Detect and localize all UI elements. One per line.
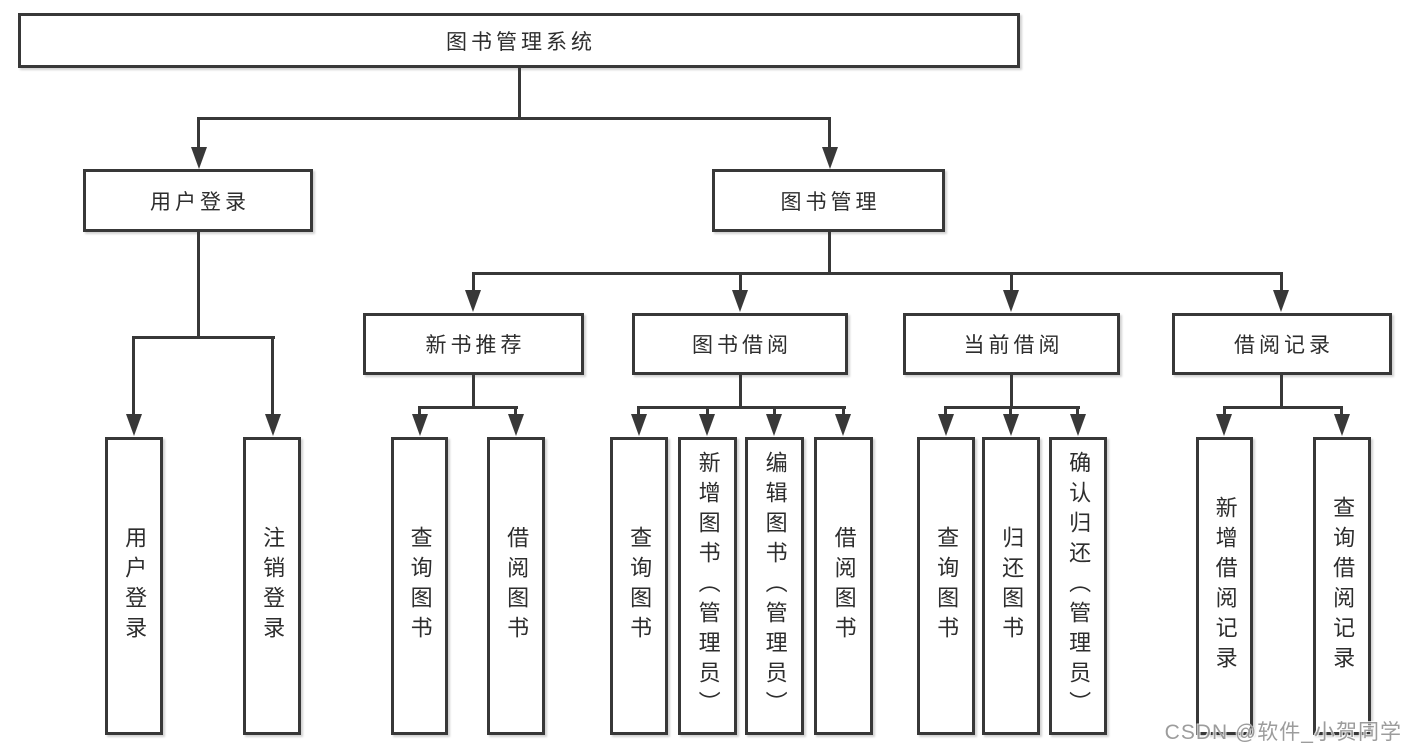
- connector-line: [132, 336, 135, 416]
- leaf-query-borrow-record: 查询借阅记录: [1313, 437, 1371, 735]
- connector-line: [472, 272, 475, 292]
- connector-line: [828, 232, 831, 274]
- node-book-management: 图书管理: [712, 169, 945, 232]
- arrowhead-down-icon: [508, 414, 524, 436]
- node-user-login-label: 用户登录: [150, 190, 250, 214]
- leaf-query-books-recommend: 查询图书: [391, 437, 448, 735]
- leaf-add-borrow-record: 新增借阅记录: [1196, 437, 1253, 735]
- node-book-management-label: 图书管理: [780, 190, 881, 214]
- arrowhead-down-icon: [766, 414, 782, 436]
- arrowhead-down-icon: [699, 414, 715, 436]
- leaf-confirm-return-admin: 确认归还（管理员）: [1049, 437, 1107, 735]
- connector-line: [828, 117, 831, 151]
- arrowhead-down-icon: [126, 414, 142, 436]
- leaf-query-books-current: 查询图书: [917, 437, 975, 735]
- leaf-query-borrow-record-label: 查询借阅记录: [1330, 496, 1356, 676]
- connector-line: [132, 336, 275, 339]
- connector-line: [419, 406, 518, 409]
- connector-line: [197, 117, 200, 151]
- arrowhead-down-icon: [1070, 414, 1086, 436]
- connector-line: [944, 406, 947, 416]
- arrowhead-down-icon: [1334, 414, 1350, 436]
- leaf-borrow-books-recommend: 借阅图书: [487, 437, 545, 735]
- leaf-add-borrow-record-label: 新增借阅记录: [1212, 496, 1238, 676]
- arrowhead-down-icon: [835, 414, 851, 436]
- connector-line: [1280, 374, 1283, 407]
- leaf-add-books-admin: 新增图书（管理员）: [678, 437, 737, 735]
- arrowhead-down-icon: [1003, 290, 1019, 312]
- leaf-return-books: 归还图书: [982, 437, 1040, 735]
- node-current-borrow-label: 当前借阅: [963, 334, 1064, 357]
- arrowhead-down-icon: [732, 290, 748, 312]
- leaf-query-books-borrow: 查询图书: [610, 437, 668, 735]
- node-borrow-records: 借阅记录: [1172, 313, 1392, 375]
- connector-line: [739, 374, 742, 407]
- arrowhead-down-icon: [465, 290, 481, 312]
- leaf-edit-books-admin: 编辑图书（管理员）: [745, 437, 804, 735]
- arrowhead-down-icon: [1003, 414, 1019, 436]
- leaf-user-login: 用户登录: [105, 437, 163, 735]
- connector-line: [1280, 272, 1283, 292]
- arrowhead-down-icon: [822, 147, 838, 169]
- connector-line: [945, 406, 1080, 409]
- node-new-book-recommend: 新书推荐: [363, 313, 584, 375]
- arrowhead-down-icon: [191, 147, 207, 169]
- leaf-user-login-label: 用户登录: [122, 526, 148, 646]
- connector-line: [197, 232, 200, 336]
- connector-line: [739, 272, 742, 292]
- connector-line: [1009, 406, 1012, 416]
- node-book-borrow: 图书借阅: [632, 313, 848, 375]
- connector-line: [637, 406, 640, 416]
- connector-line: [518, 68, 521, 117]
- connector-line: [1010, 374, 1013, 407]
- connector-line: [472, 272, 1282, 275]
- leaf-query-books-borrow-label: 查询图书: [627, 526, 653, 646]
- connector-line: [842, 406, 845, 416]
- leaf-borrow-books: 借阅图书: [814, 437, 873, 735]
- leaf-confirm-return-admin-label: 确认归还（管理员）: [1066, 451, 1092, 721]
- connector-line: [638, 406, 846, 409]
- connector-line: [1340, 406, 1343, 416]
- arrowhead-down-icon: [1216, 414, 1232, 436]
- arrowhead-down-icon: [1273, 290, 1289, 312]
- connector-line: [773, 406, 776, 416]
- connector-line: [1224, 406, 1343, 409]
- connector-line: [1076, 406, 1079, 416]
- connector-line: [1223, 406, 1226, 416]
- connector-line: [1010, 272, 1013, 292]
- leaf-query-books-current-label: 查询图书: [934, 526, 960, 646]
- node-user-login: 用户登录: [83, 169, 313, 232]
- leaf-borrow-books-recommend-label: 借阅图书: [504, 526, 530, 646]
- node-root: 图书管理系统: [18, 13, 1020, 68]
- leaf-logout: 注销登录: [243, 437, 301, 735]
- node-borrow-records-label: 借阅记录: [1234, 334, 1334, 357]
- connector-line: [514, 406, 517, 416]
- leaf-query-books-recommend-label: 查询图书: [407, 526, 433, 646]
- arrowhead-down-icon: [265, 414, 281, 436]
- connector-line: [197, 117, 831, 120]
- arrowhead-down-icon: [938, 414, 954, 436]
- node-new-book-recommend-label: 新书推荐: [425, 334, 526, 357]
- arrowhead-down-icon: [412, 414, 428, 436]
- connector-line: [271, 336, 274, 416]
- leaf-return-books-label: 归还图书: [999, 526, 1025, 646]
- node-current-borrow: 当前借阅: [903, 313, 1120, 375]
- leaf-borrow-books-label: 借阅图书: [831, 526, 857, 646]
- arrowhead-down-icon: [631, 414, 647, 436]
- csdn-watermark: CSDN @软件_小贺同学: [1164, 721, 1402, 744]
- node-book-borrow-label: 图书借阅: [692, 334, 792, 357]
- leaf-edit-books-admin-label: 编辑图书（管理员）: [762, 451, 788, 721]
- connector-line: [418, 406, 421, 416]
- connector-line: [472, 374, 475, 407]
- leaf-add-books-admin-label: 新增图书（管理员）: [695, 451, 721, 721]
- node-root-label: 图书管理系统: [446, 30, 596, 54]
- leaf-logout-label: 注销登录: [260, 526, 286, 646]
- connector-line: [706, 406, 709, 416]
